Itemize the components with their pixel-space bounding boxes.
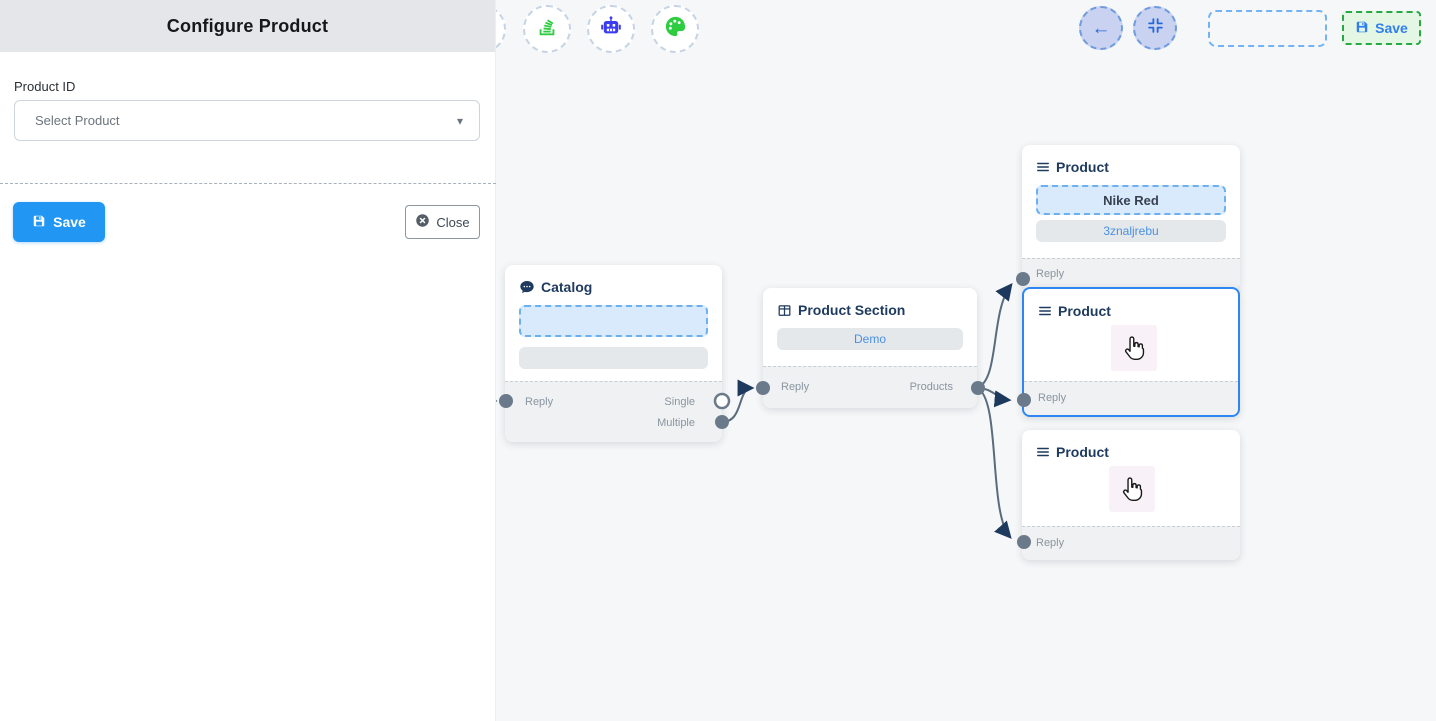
port-label-reply: Reply bbox=[1038, 392, 1067, 404]
floppy-disk-icon bbox=[1355, 20, 1369, 37]
product-node-3[interactable]: Product Reply bbox=[1022, 430, 1240, 560]
panel-divider bbox=[0, 183, 496, 184]
menu-lines-icon bbox=[1036, 160, 1050, 174]
table-grid-icon bbox=[777, 303, 792, 318]
catalog-node-footer: Reply Single Multiple bbox=[505, 381, 722, 442]
chat-bubble-icon bbox=[519, 279, 535, 295]
canvas-save-label: Save bbox=[1375, 20, 1408, 36]
close-button-label: Close bbox=[436, 214, 470, 230]
compress-button[interactable] bbox=[1133, 6, 1177, 50]
product-select-placeholder: Select Product bbox=[35, 113, 120, 128]
product-section-footer: Reply Products bbox=[763, 366, 977, 408]
palette-icon bbox=[664, 15, 687, 43]
chevron-down-icon: ▾ bbox=[456, 113, 463, 128]
palette-button[interactable] bbox=[651, 5, 699, 53]
product-id-label: Product ID bbox=[14, 79, 76, 94]
product-name-field[interactable]: Nike Red bbox=[1036, 185, 1226, 215]
product-section-node[interactable]: Product Section Demo Reply Products bbox=[763, 288, 977, 408]
close-button[interactable]: Close bbox=[405, 205, 480, 239]
edge-products-to-product1 bbox=[976, 282, 1013, 389]
panel-header: Configure Product bbox=[0, 0, 495, 52]
catalog-node-title: Catalog bbox=[505, 265, 722, 295]
product-node-1[interactable]: Product Nike Red 3znaljrebu Reply bbox=[1022, 145, 1240, 290]
port-label-reply: Reply bbox=[1036, 537, 1065, 549]
menu-lines-icon bbox=[1036, 445, 1050, 459]
port-label-reply: Reply bbox=[525, 396, 554, 408]
flow-canvas[interactable]: ← Save Catalog bbox=[496, 0, 1436, 721]
robot-button[interactable] bbox=[587, 5, 635, 53]
back-arrow-icon: ← bbox=[1091, 17, 1111, 39]
close-icon bbox=[415, 213, 430, 231]
port-label-reply: Reply bbox=[1036, 268, 1065, 280]
configure-product-panel: Configure Product Product ID Select Prod… bbox=[0, 0, 496, 721]
product-node-footer: Reply bbox=[1022, 526, 1240, 560]
product-select[interactable]: Select Product ▾ bbox=[14, 100, 480, 141]
menu-lines-icon bbox=[1038, 304, 1052, 318]
cursor-pointer-icon bbox=[1111, 325, 1157, 371]
cursor-pointer-icon bbox=[1109, 466, 1155, 512]
product-section-value[interactable]: Demo bbox=[777, 328, 963, 350]
empty-toolbar-slot[interactable] bbox=[1208, 10, 1327, 47]
toolbar-button-hidden[interactable] bbox=[496, 5, 506, 53]
port-label-reply: Reply bbox=[781, 381, 810, 393]
product-node-footer: Reply bbox=[1022, 258, 1240, 290]
edge-products-to-product2 bbox=[976, 387, 1012, 408]
save-button-label: Save bbox=[53, 214, 86, 230]
product-node-title: Product bbox=[1024, 289, 1238, 319]
floppy-disk-icon bbox=[32, 214, 46, 231]
back-button[interactable]: ← bbox=[1079, 6, 1123, 50]
product-node-title: Product bbox=[1022, 430, 1240, 460]
port-label-multiple: Multiple bbox=[657, 417, 695, 429]
port-label-single: Single bbox=[664, 396, 695, 408]
page-title: Configure Product bbox=[166, 15, 329, 36]
stack-button[interactable] bbox=[523, 5, 571, 53]
robot-icon bbox=[599, 15, 623, 44]
stack-icon bbox=[536, 16, 558, 43]
catalog-empty-field[interactable] bbox=[519, 305, 708, 337]
port-label-products: Products bbox=[909, 381, 953, 393]
catalog-empty-field-2[interactable] bbox=[519, 347, 708, 369]
product-node-2[interactable]: Product Reply bbox=[1022, 287, 1240, 417]
canvas-save-button[interactable]: Save bbox=[1342, 11, 1421, 45]
catalog-node[interactable]: Catalog Reply Single Multiple bbox=[505, 265, 722, 442]
compress-icon bbox=[1147, 17, 1164, 39]
edge-multiple-to-section bbox=[721, 379, 755, 423]
product-section-node-title: Product Section bbox=[763, 288, 977, 318]
save-button[interactable]: Save bbox=[13, 202, 105, 242]
product-node-footer: Reply bbox=[1024, 381, 1238, 415]
edge-products-to-product3 bbox=[976, 387, 1012, 539]
product-id-field[interactable]: 3znaljrebu bbox=[1036, 220, 1226, 242]
product-node-title: Product bbox=[1022, 145, 1240, 175]
